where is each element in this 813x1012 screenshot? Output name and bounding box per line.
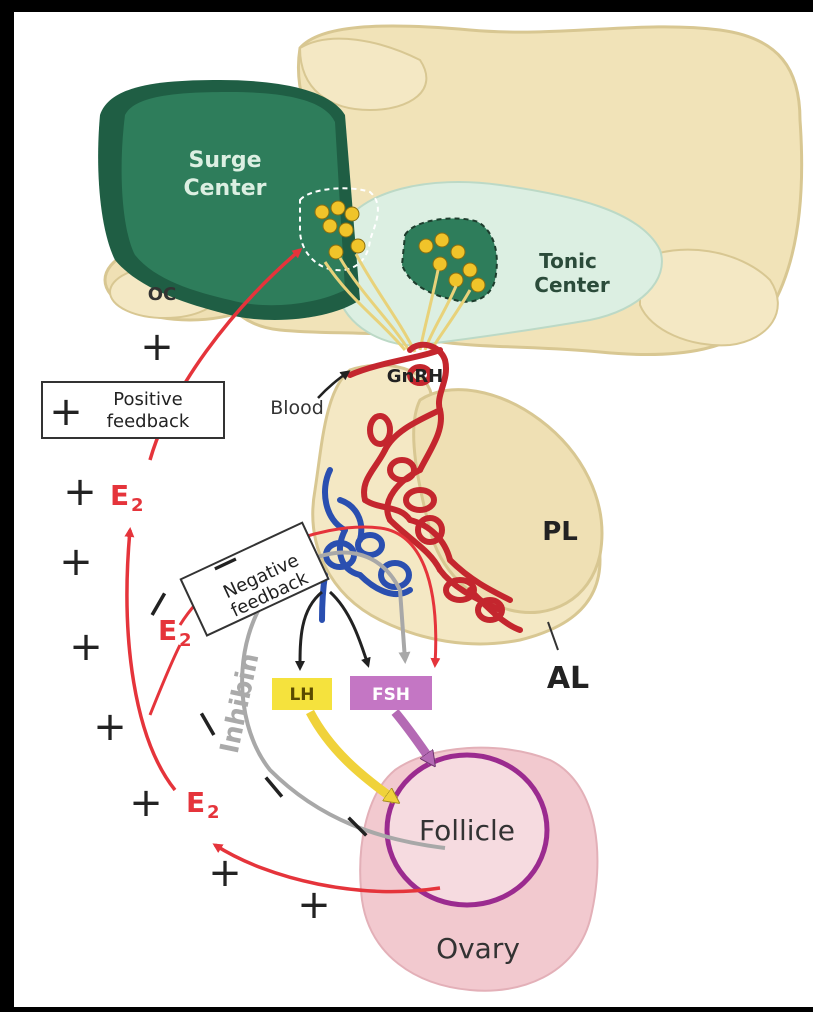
blood-label: Blood xyxy=(270,397,324,419)
plus-sign-lower-1: + xyxy=(208,850,242,896)
gnrh-label: GnRH xyxy=(387,366,444,387)
oc-label: OC xyxy=(148,284,177,305)
plus-sign-lower-2: + xyxy=(297,882,331,928)
plus-sign-left-2: + xyxy=(69,624,103,670)
svg-text:2: 2 xyxy=(131,495,144,516)
fsh-label: FSH xyxy=(372,685,410,705)
svg-text:E: E xyxy=(110,479,129,512)
svg-text:2: 2 xyxy=(207,802,220,823)
positive-feedback-line2: feedback xyxy=(107,411,190,432)
plus-sign-near-oc: + xyxy=(140,324,174,370)
svg-text:E: E xyxy=(186,786,205,819)
tonic-center-label-line1: Tonic xyxy=(539,249,597,273)
surge-center-label-line1: Surge xyxy=(188,148,261,173)
tonic-center-label-line2: Center xyxy=(534,273,610,297)
plus-sign-left-1: + xyxy=(59,539,93,585)
ovary-label: Ovary xyxy=(436,932,520,965)
lh-label: LH xyxy=(289,685,314,705)
al-label: AL xyxy=(547,661,589,696)
plus-sign-e2-top: + xyxy=(63,469,97,515)
svg-text:2: 2 xyxy=(179,630,192,651)
positive-feedback-line1: Positive xyxy=(113,389,182,410)
pl-label: PL xyxy=(542,517,578,547)
positive-feedback-plus: + xyxy=(49,389,83,435)
plus-sign-e2-bottom: + xyxy=(129,780,163,826)
plus-sign-left-3: + xyxy=(93,704,127,750)
surge-center-label-line2: Center xyxy=(183,176,266,201)
follicle-label: Follicle xyxy=(419,814,515,847)
